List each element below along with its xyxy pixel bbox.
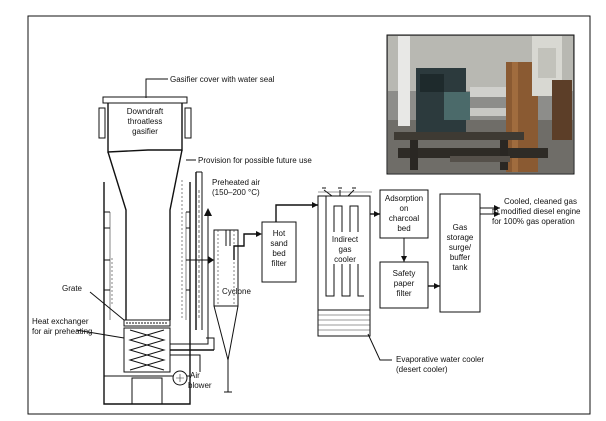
engine-gasifier-photo bbox=[386, 34, 575, 175]
label-sand-2: sand bbox=[270, 239, 287, 248]
label-air-blower-1: Air bbox=[190, 371, 200, 380]
cover-pointer bbox=[145, 78, 168, 98]
label-preheated-air-2: (150–200 °C) bbox=[212, 188, 260, 197]
gasifier bbox=[98, 96, 192, 405]
label-gasifier-cover: Gasifier cover with water seal bbox=[170, 75, 275, 84]
label-gasifier-2: throatless bbox=[128, 117, 163, 126]
label-heat-exchanger-1: Heat exchanger bbox=[32, 317, 89, 326]
diagram-frame bbox=[27, 15, 591, 415]
safety-paper-filter bbox=[379, 261, 429, 309]
label-provision: Provision for possible future use bbox=[198, 156, 312, 165]
label-storage-2: storage bbox=[447, 233, 474, 242]
label-cooler-2: gas bbox=[339, 245, 352, 254]
label-sand-4: filter bbox=[271, 259, 286, 268]
label-storage-1: Gas bbox=[453, 223, 468, 232]
label-output-3: for 100% gas operation bbox=[492, 217, 575, 226]
label-air-blower-2: blower bbox=[188, 381, 212, 390]
cyclone bbox=[190, 229, 239, 393]
label-adsorption-3: charcoal bbox=[389, 214, 419, 223]
label-gasifier-3: gasifier bbox=[132, 127, 158, 136]
label-grate: Grate bbox=[62, 284, 83, 293]
label-storage-4: buffer bbox=[450, 253, 471, 262]
label-safety-3: filter bbox=[396, 289, 411, 298]
label-adsorption-1: Adsorption bbox=[385, 194, 423, 203]
label-cooler-1: Indirect bbox=[332, 235, 359, 244]
label-adsorption-4: bed bbox=[397, 224, 410, 233]
evap-pointer bbox=[367, 333, 392, 361]
label-evap-2: (desert cooler) bbox=[396, 365, 448, 374]
gas-storage-tank bbox=[439, 193, 481, 313]
label-preheated-air-1: Preheated air bbox=[212, 178, 260, 187]
label-adsorption-2: on bbox=[400, 204, 409, 213]
label-heat-exchanger-2: for air preheating bbox=[32, 327, 92, 336]
label-safety-2: paper bbox=[394, 279, 415, 288]
hot-sand-bed-filter bbox=[261, 221, 297, 283]
label-evap-1: Evaporative water cooler bbox=[396, 355, 484, 364]
label-sand-1: Hot bbox=[273, 229, 286, 238]
indirect-gas-cooler bbox=[317, 187, 372, 337]
label-storage-3: surge/ bbox=[449, 243, 472, 252]
label-storage-5: tank bbox=[452, 263, 468, 272]
label-cyclone: Cyclone bbox=[222, 287, 251, 296]
label-safety-1: Safety bbox=[393, 269, 416, 278]
label-gasifier-1: Downdraft bbox=[127, 107, 164, 116]
label-output-1: Cooled, cleaned gas bbox=[504, 197, 577, 206]
adsorption-charcoal-bed bbox=[379, 189, 429, 239]
pipe-cyclone-to-sand bbox=[233, 233, 260, 260]
label-cooler-3: cooler bbox=[334, 255, 356, 264]
label-output-2: to modified diesel engine bbox=[492, 207, 581, 216]
label-sand-3: bed bbox=[272, 249, 285, 258]
